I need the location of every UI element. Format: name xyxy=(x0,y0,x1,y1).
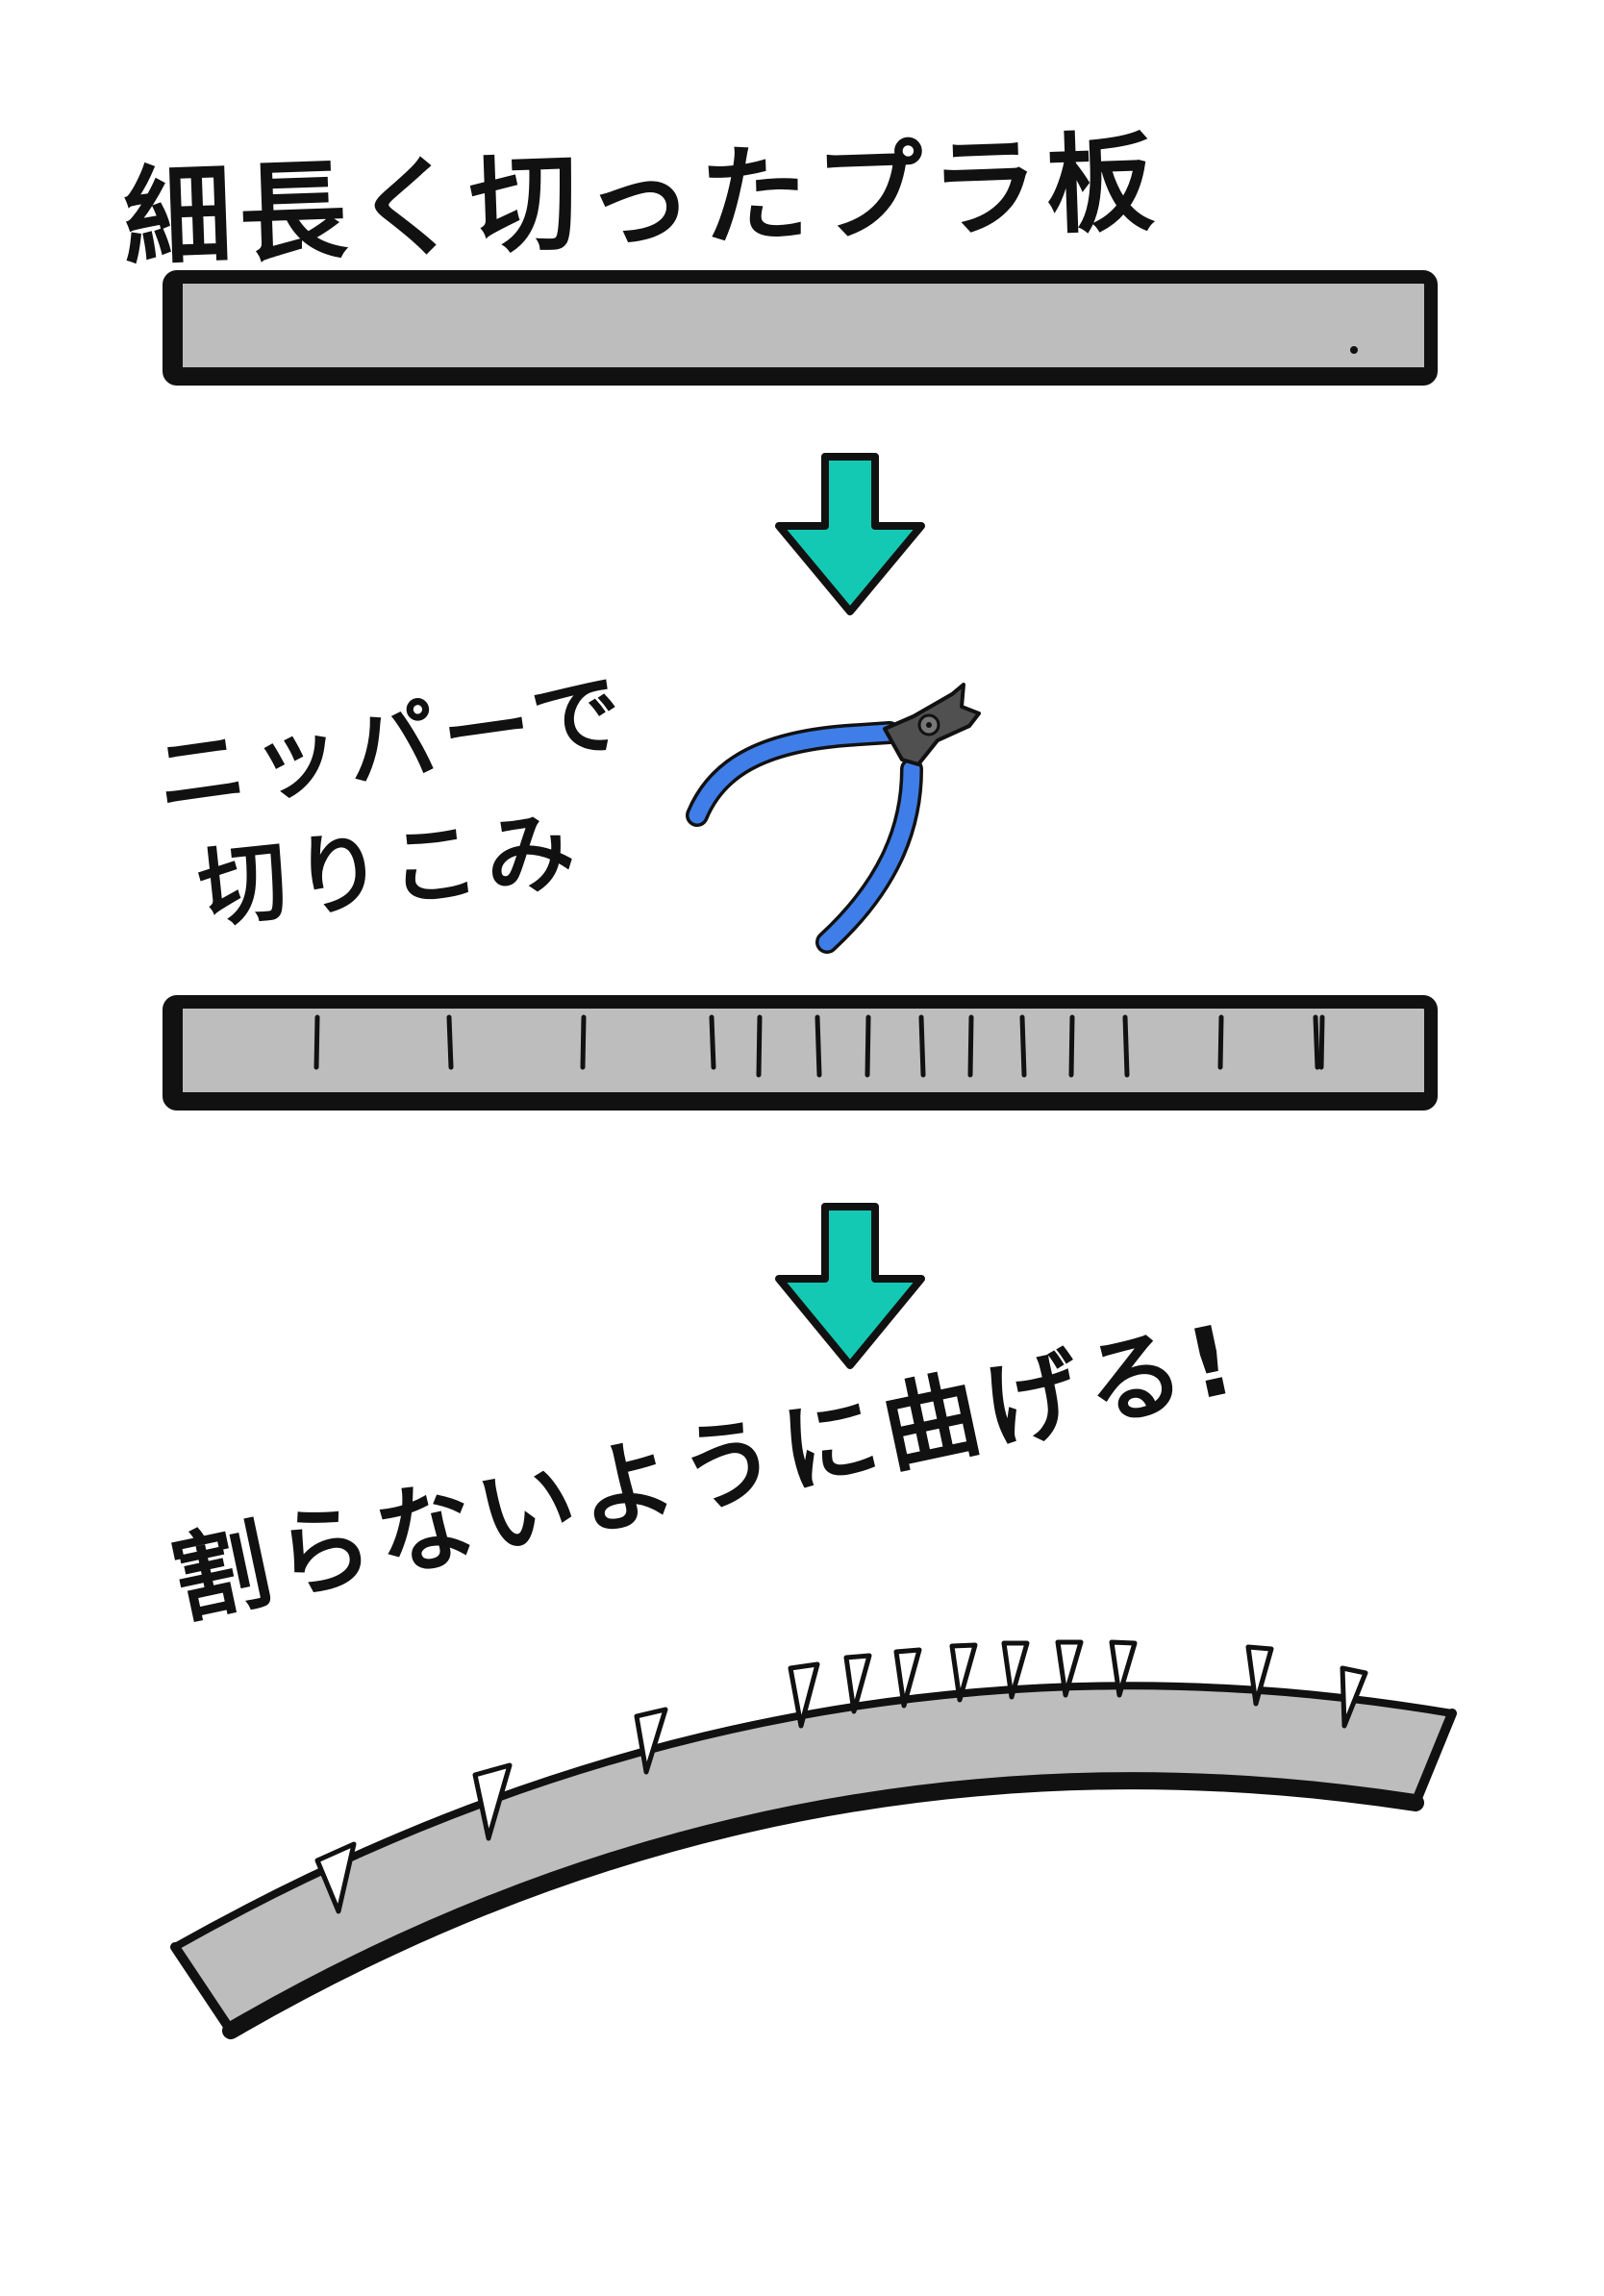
down-arrow-icon xyxy=(775,1203,925,1369)
cut-marks xyxy=(313,1014,1325,1078)
cut-mark xyxy=(709,1014,716,1070)
cut-mark xyxy=(446,1014,454,1070)
bent-plate xyxy=(170,1639,1457,2039)
down-arrow-icon xyxy=(775,453,925,615)
cut-mark xyxy=(918,1014,926,1078)
cut-mark xyxy=(865,1014,871,1078)
cut-mark xyxy=(967,1014,974,1078)
cut-mark xyxy=(1217,1014,1224,1070)
notched-plate xyxy=(163,995,1438,1111)
cut-mark xyxy=(815,1014,822,1078)
nipper-icon xyxy=(686,683,981,954)
plain-plate xyxy=(163,270,1438,386)
cut-mark xyxy=(1019,1014,1027,1078)
cut-mark xyxy=(756,1014,763,1078)
cut-mark xyxy=(313,1014,320,1070)
cut-mark xyxy=(1313,1014,1320,1070)
cut-mark xyxy=(1122,1014,1130,1078)
cut-mark xyxy=(580,1014,587,1070)
cut-mark xyxy=(1068,1014,1075,1078)
cut-mark xyxy=(1318,1014,1325,1070)
